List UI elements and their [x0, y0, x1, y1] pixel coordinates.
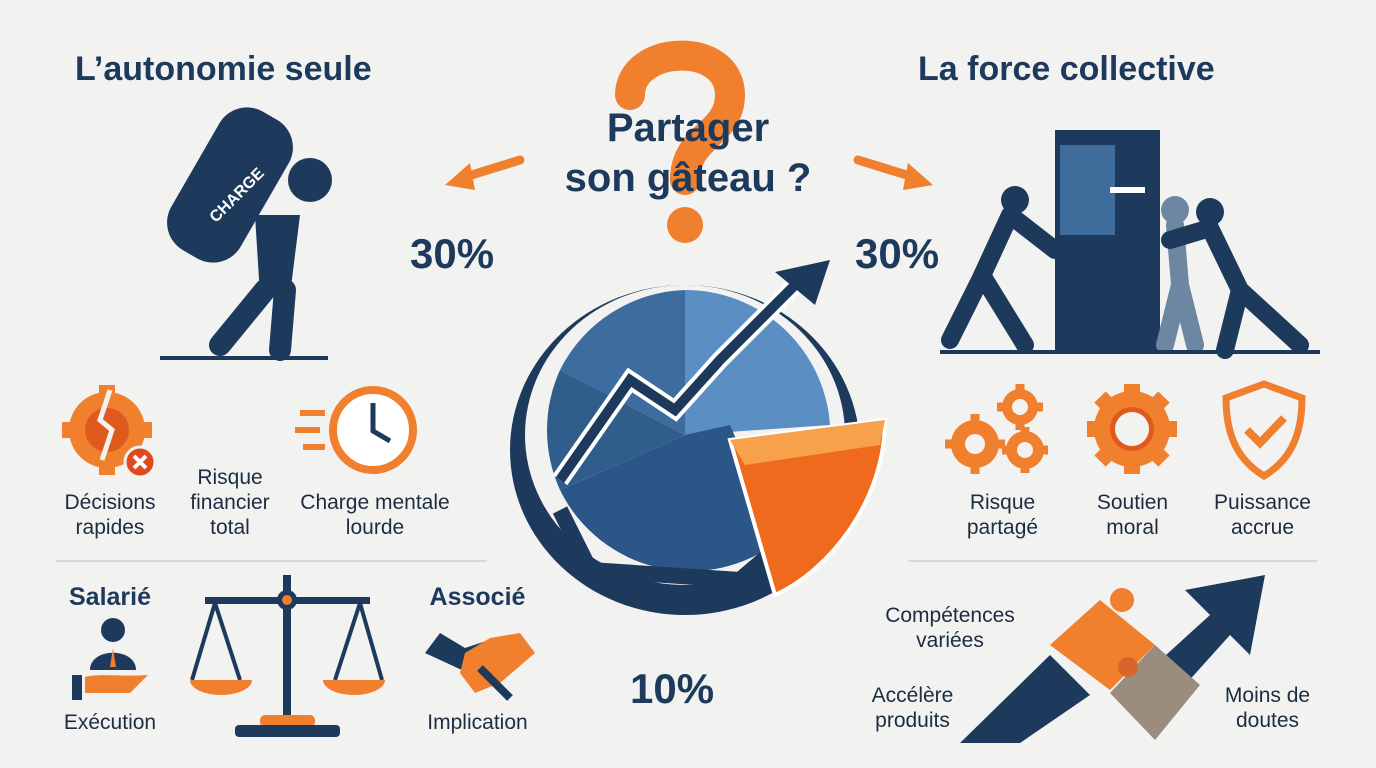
item-decisions-rapides: Décisions rapides [55, 490, 165, 540]
item-label-line: financier [190, 491, 270, 514]
puzzle-label-line: Accélère [871, 684, 954, 707]
item-label-line: Risque [197, 466, 263, 489]
gear-icon [1087, 384, 1177, 474]
puzzle-label-line: doutes [1235, 709, 1300, 732]
item-label-line: lourde [345, 516, 405, 539]
puzzle-growth-arrow-icon [960, 575, 1265, 743]
puzzle-label-line: variées [916, 629, 984, 652]
left-title: L’autonomie seule [75, 50, 372, 88]
item-label-line: Risque [969, 491, 1036, 514]
employee-icon [72, 618, 148, 700]
item-puissance-accrue: Puissance accrue [1200, 490, 1325, 540]
item-label-line: moral [1106, 516, 1159, 539]
role-partner-title: Associé [429, 583, 526, 611]
puzzle-label-competences: Compétences variées [870, 603, 1030, 653]
team-pushing-illustration [940, 130, 1320, 359]
shield-check-icon [1222, 380, 1306, 481]
right-arrow-icon [853, 155, 933, 190]
left-arrow-icon [445, 155, 525, 190]
handshake-icon [425, 633, 535, 701]
question-mark-icon [615, 40, 746, 243]
puzzle-label-accelere: Accélère produits [855, 683, 970, 733]
clock-icon [295, 386, 417, 474]
item-label-line: Charge mentale [300, 491, 450, 514]
item-soutien-moral: Soutien moral [1075, 490, 1190, 540]
left-divider [56, 560, 487, 562]
gears-icon [945, 384, 1048, 474]
role-employee-title: Salarié [68, 583, 151, 611]
broken-gear-icon [62, 385, 157, 479]
question-line-1: Partager [606, 106, 770, 150]
item-label-line: rapides [75, 516, 145, 539]
pie-chart-illustration [510, 260, 888, 615]
bottom-percent: 10% [630, 665, 715, 712]
item-risque-financier: Risque financier total [175, 465, 285, 540]
item-label-line: Décisions [64, 491, 156, 514]
item-label-line: total [210, 516, 250, 539]
right-title: La force collective [918, 50, 1215, 88]
question-line-2: son gâteau ? [564, 156, 812, 200]
right-divider [908, 560, 1317, 562]
item-label-line: partagé [966, 516, 1039, 539]
puzzle-label-line: Moins de [1224, 684, 1311, 707]
item-label-line: Puissance [1214, 491, 1311, 514]
scale-icon [190, 575, 385, 737]
burdened-person-illustration: CHARGE [160, 107, 332, 361]
role-employee-label: Exécution [63, 711, 157, 734]
item-risque-partage: Risque partagé [945, 490, 1060, 540]
puzzle-label-line: produits [875, 709, 950, 732]
item-label-line: accrue [1230, 516, 1295, 539]
role-partner-label: Implication [427, 711, 528, 734]
question-text: Partager son gâteau ? [538, 103, 838, 203]
left-percent: 30% [410, 230, 495, 277]
puzzle-label-moins-de-doutes: Moins de doutes [1210, 683, 1325, 733]
item-charge-mentale: Charge mentale lourde [285, 490, 465, 540]
item-label-line: Soutien [1096, 491, 1169, 514]
right-percent: 30% [855, 230, 940, 277]
puzzle-label-line: Compétences [885, 604, 1015, 627]
